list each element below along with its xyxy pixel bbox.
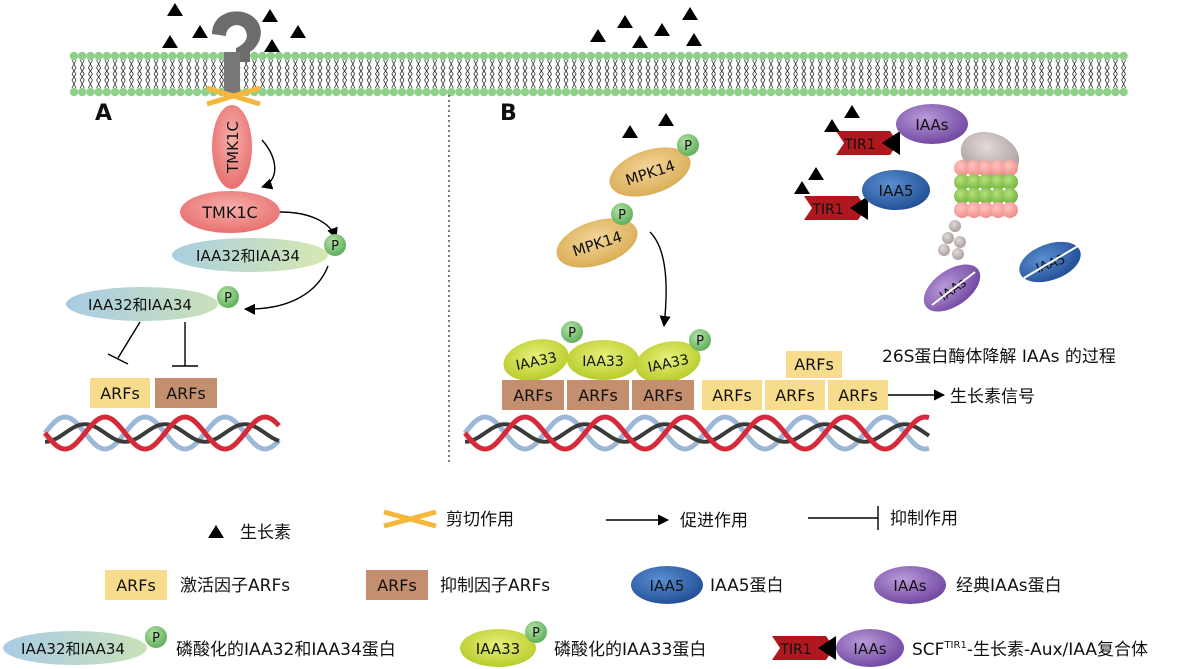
svg-text:TMK1C: TMK1C	[201, 203, 257, 222]
svg-text:ARFs: ARFs	[100, 384, 140, 403]
arfs-activator-b1: ARFs	[702, 380, 762, 410]
legend-iaas-label: 经典IAAs蛋白	[956, 576, 1062, 596]
svg-text:TIR1: TIR1	[811, 202, 843, 218]
legend-iaa5-chip-label: IAA5	[650, 577, 685, 595]
legend-arfs-repressor-chip	[366, 570, 428, 600]
svg-text:ARFs: ARFs	[578, 386, 618, 405]
svg-text:IAAs: IAAs	[853, 640, 886, 658]
legend-arfs-repressor-chip-label: ARFs	[377, 576, 417, 595]
inhibit-lines-a	[107, 321, 198, 367]
mpk14-bottom: MPK14 P	[556, 203, 638, 268]
arrow-iaa32-to-nucleus	[243, 265, 329, 315]
legend-inhibit-icon	[808, 506, 879, 530]
panel-a-label: A	[95, 101, 112, 126]
dna-helix-a	[43, 414, 281, 452]
svg-text:P: P	[696, 334, 704, 349]
arfs-activator-b2: ARFs	[765, 380, 825, 410]
legend-auxin-icon	[208, 525, 224, 538]
legend-iaas-chip-label: IAAs	[893, 577, 926, 595]
iaa33-phospho-3: IAA33 P	[635, 329, 711, 383]
svg-text:P: P	[618, 208, 626, 223]
legend-iaas-chip	[874, 566, 946, 604]
dna-helix-b	[463, 414, 931, 452]
legend-iaa32-label: 磷酸化的IAA32和IAA34蛋白	[176, 640, 396, 660]
proteasome-26s	[938, 131, 1020, 260]
svg-text:ARFs: ARFs	[643, 386, 683, 405]
iaa33-phospho-1: IAA33 P	[503, 321, 583, 381]
tmk1c-receptor-head	[212, 11, 261, 97]
arfs-activator-b4: ARFs	[828, 380, 888, 410]
tir1-complex-iaas: TIR1 IAAs	[836, 104, 968, 155]
svg-text:P: P	[224, 291, 232, 306]
auxin-molecules	[162, 3, 860, 194]
svg-text:ARFs: ARFs	[513, 386, 553, 405]
svg-text:P: P	[532, 626, 540, 641]
svg-text:ARFs: ARFs	[166, 384, 206, 403]
auxin-signal-label: 生长素信号	[950, 387, 1035, 407]
legend-arfs-activator-label: 激活因子ARFs	[180, 576, 290, 596]
tir1-complex-iaa5: TIR1 IAA5	[804, 170, 930, 220]
legend-auxin-label: 生长素	[240, 523, 291, 543]
svg-text:P: P	[331, 239, 339, 254]
legend-iaa33-chip: IAA33 P	[460, 621, 547, 667]
svg-text:IAAs: IAAs	[915, 116, 948, 134]
arfs-repressor-a: ARFs	[155, 378, 217, 408]
degraded-iaas: IAAs	[923, 264, 981, 312]
panel-b-label: B	[500, 101, 517, 126]
tmk1c-free: TMK1C	[180, 191, 280, 233]
svg-text:TIR1: TIR1	[843, 137, 875, 153]
iaa33-2: IAA33	[567, 340, 639, 380]
svg-text:ARFs: ARFs	[712, 386, 752, 405]
arfs-repressor-b1: ARFs	[502, 380, 564, 410]
legend-arfs-activator-chip	[105, 570, 167, 600]
svg-text:ARFs: ARFs	[794, 355, 834, 374]
arfs-activator-a: ARFs	[90, 378, 150, 408]
arfs-repressor-b3: ARFs	[632, 380, 694, 410]
tmk1c-membrane-bound: TMK1C	[212, 105, 252, 189]
svg-text:IAA32和IAA34: IAA32和IAA34	[196, 247, 300, 265]
iaa32-iaa34-phospho-top: IAA32和IAA34 P	[172, 234, 346, 272]
arfs-activator-b3-stacked: ARFs	[786, 351, 842, 378]
legend-scf-label: SCFTIR1-生长素-Aux/IAA复合体	[912, 640, 1148, 660]
arrow-tmk-release	[260, 139, 276, 190]
cleavage-mark-icon	[206, 85, 261, 107]
arfs-repressor-b2: ARFs	[567, 380, 629, 410]
legend-inhibit-label: 抑制作用	[890, 509, 958, 529]
legend-arfs-repressor-label: 抑制因子ARFs	[440, 576, 550, 596]
svg-text:P: P	[568, 326, 576, 341]
proteasome-caption: 26S蛋白酶体降解 IAAs 的过程	[882, 347, 1116, 367]
legend-iaa5-label: IAA5蛋白	[710, 576, 784, 596]
iaa32-iaa34-phospho-bottom: IAA32和IAA34 P	[66, 286, 239, 321]
svg-text:P: P	[152, 631, 160, 646]
arrow-tmk-to-iaa32	[279, 211, 338, 240]
legend-cleavage-label: 剪切作用	[446, 510, 514, 530]
legend-iaa32-chip: IAA32和IAA34 P	[3, 626, 167, 665]
mpk14-top: MPK14 P	[609, 134, 699, 197]
svg-text:IAA33: IAA33	[582, 354, 624, 370]
legend-arfs-activator-chip-label: ARFs	[116, 576, 156, 595]
svg-text:IAA32和IAA34: IAA32和IAA34	[21, 640, 125, 658]
legend-iaa5-chip	[631, 566, 703, 604]
svg-text:IAA32和IAA34: IAA32和IAA34	[88, 296, 192, 314]
svg-text:ARFs: ARFs	[838, 386, 878, 405]
svg-text:P: P	[684, 139, 692, 154]
legend-promote-label: 促进作用	[680, 511, 748, 531]
svg-text:IAA5: IAA5	[879, 182, 914, 200]
degraded-iaa5: IAA5	[1019, 241, 1081, 283]
arrow-mpk14-to-iaa33	[649, 231, 671, 328]
legend-cleavage-icon	[383, 509, 437, 529]
svg-text:ARFs: ARFs	[775, 386, 815, 405]
svg-text:TMK1C: TMK1C	[224, 121, 242, 174]
svg-text:IAA33: IAA33	[476, 640, 520, 658]
legend-iaa33-label: 磷酸化的IAA33蛋白	[554, 640, 706, 660]
svg-text:TIR1: TIR1	[779, 642, 811, 658]
legend-scf-chip: TIR1 IAAs	[772, 629, 904, 667]
